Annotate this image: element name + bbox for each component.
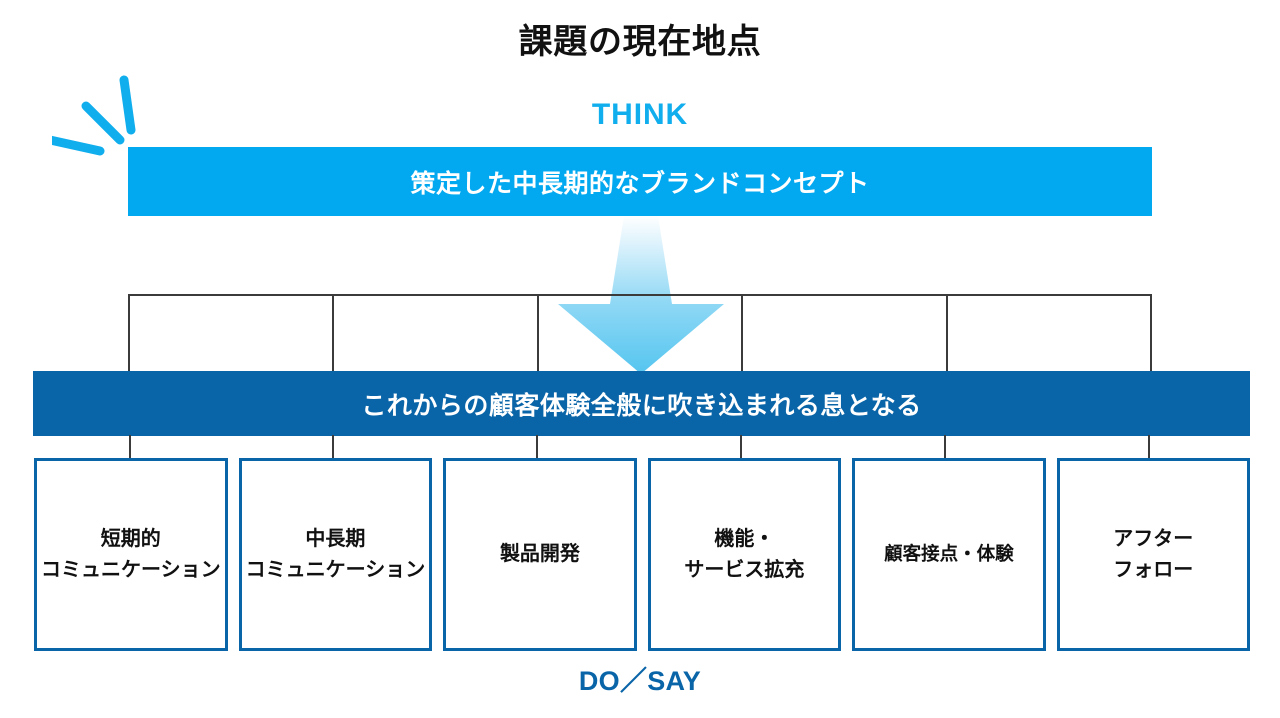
do-banner-text: これからの顧客体験全般に吹き込まれる息となる	[361, 391, 922, 420]
leaf-box-line1: アフター	[1113, 527, 1194, 550]
think-label: THINK	[591, 98, 689, 131]
leaf-box-line2: コミュニケーション	[41, 558, 221, 581]
think-banner-text: 策定した中長期的なブランドコンセプト	[410, 169, 870, 198]
think-banner[interactable]: 策定した中長期的なブランドコンセプト	[128, 147, 1152, 216]
leaf-box-line2: フォロー	[1113, 558, 1194, 581]
down-arrow-icon	[558, 216, 724, 374]
connector-stem-top	[638, 216, 640, 296]
leaf-box-feature-service-expansion[interactable]: 機能・ サービス拡充	[647, 458, 842, 651]
leaf-box-line1: 機能・	[714, 527, 775, 550]
dosay-label: DO／SAY	[578, 666, 702, 696]
leaf-box-row: 短期的 コミュニケーション 中長期 コミュニケーション 製品開発 機能・ サービ…	[34, 458, 1251, 651]
leaf-box-line1: 短期的	[100, 527, 161, 550]
leaf-box-customer-touchpoint-experience[interactable]: 顧客接点・体験	[852, 458, 1046, 651]
leaf-box-short-term-communication[interactable]: 短期的 コミュニケーション	[34, 458, 228, 651]
leaf-box-product-development[interactable]: 製品開発	[443, 458, 637, 651]
leaf-box-line2: サービス拡充	[684, 558, 805, 581]
do-banner[interactable]: これからの顧客体験全般に吹き込まれる息となる	[33, 371, 1250, 436]
leaf-box-line1: 中長期	[305, 527, 366, 550]
connector-rail-upper	[127, 293, 1153, 372]
leaf-box-line2: コミュニケーション	[245, 558, 426, 581]
leaf-box-after-follow[interactable]: アフター フォロー	[1056, 458, 1251, 651]
leaf-box-line1: 製品開発	[499, 543, 580, 565]
page-title: 課題の現在地点	[518, 23, 762, 61]
leaf-box-midlong-term-communication[interactable]: 中長期 コミュニケーション	[238, 458, 433, 651]
leaf-box-line1: 顧客接点・体験	[884, 543, 1014, 565]
